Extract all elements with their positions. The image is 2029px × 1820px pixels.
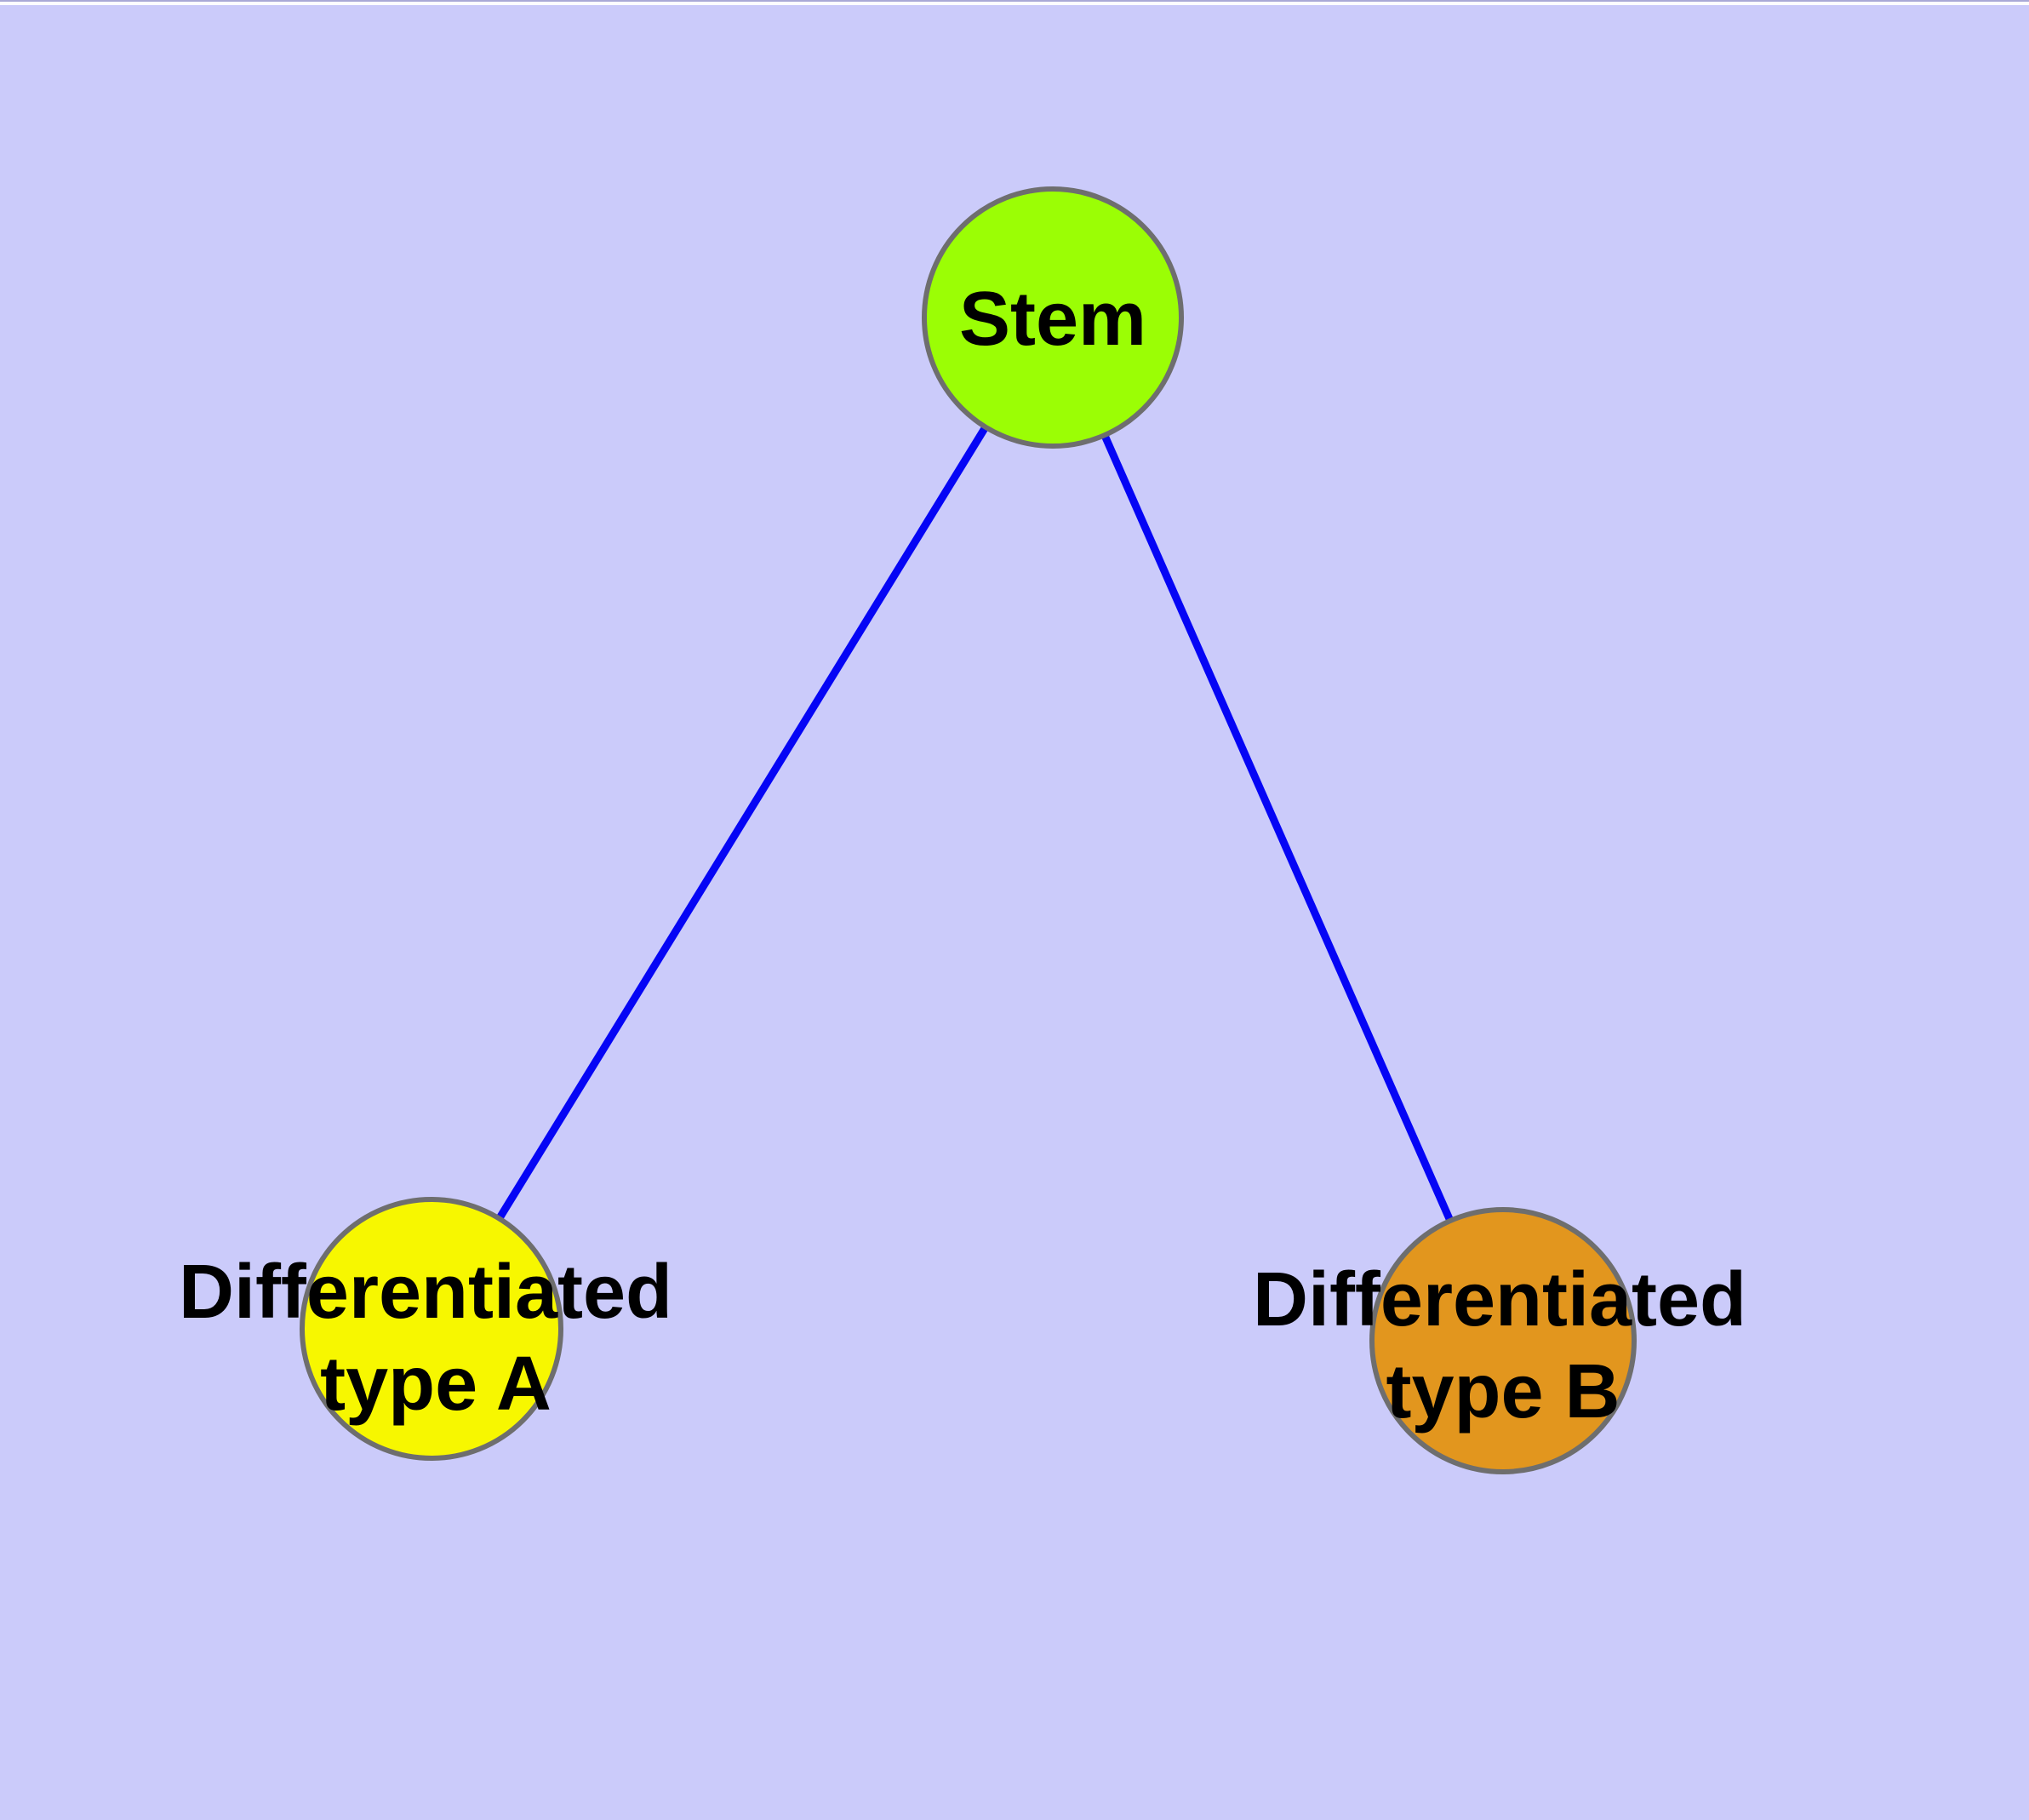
edge-stem-to-type-a	[428, 315, 1056, 1331]
node-type-a-label-line2: type A	[320, 1342, 552, 1427]
node-type-b-label-line2: type B	[1386, 1349, 1620, 1434]
node-stem	[922, 186, 1184, 449]
node-stem-label: Stem	[959, 277, 1146, 362]
node-type-a-label-line1: Differentiated	[179, 1250, 672, 1335]
top-border-line	[0, 0, 2029, 2]
node-differentiated-type-b	[1369, 1207, 1637, 1474]
top-white-strip	[0, 2, 2029, 5]
node-type-b-label-line1: Differentiated	[1253, 1257, 1746, 1342]
node-differentiated-type-a	[300, 1197, 563, 1461]
edge-stem-to-type-b	[1049, 316, 1507, 1342]
